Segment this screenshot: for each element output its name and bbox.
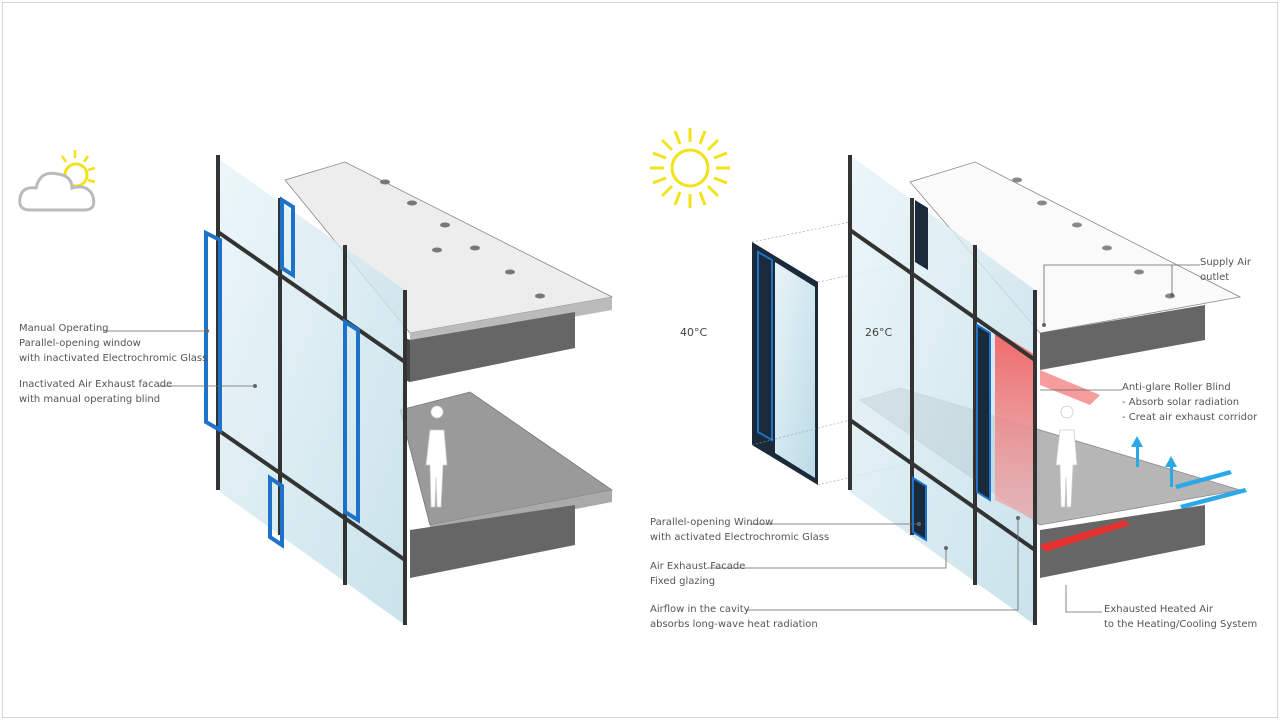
label-line: Supply Air xyxy=(1200,257,1251,268)
label-line: Exhausted Heated Air xyxy=(1104,604,1213,615)
right-facade-model xyxy=(707,155,1247,625)
sun-icon xyxy=(650,128,730,208)
label-line: Fixed glazing xyxy=(650,576,716,587)
label-parallel-opening-window: Parallel-opening Window with activated E… xyxy=(650,515,829,545)
label-roller-blind: Anti-glare Roller Blind - Absorb solar r… xyxy=(1122,380,1257,425)
label-manual-operating-window: Manual Operating Parallel-opening window… xyxy=(19,321,207,366)
left-facade-model xyxy=(103,155,614,625)
label-airflow-cavity: Airflow in the cavity absorbs long-wave … xyxy=(650,602,818,632)
label-line: Airflow in the cavity xyxy=(650,604,750,615)
supply-air-arrows xyxy=(1131,436,1247,509)
label-line: Manual Operating xyxy=(19,323,109,334)
exhaust-arrow xyxy=(1040,520,1130,552)
label-line: with activated Electrochromic Glass xyxy=(650,532,830,543)
label-line: with manual operating blind xyxy=(19,394,161,405)
label-line: - Absorb solar radiation xyxy=(1122,397,1240,408)
label-line: with inactivated Electrochromic Glass xyxy=(19,353,208,364)
label-line: absorbs long-wave heat radiation xyxy=(650,619,818,630)
outside-temperature: 40°C xyxy=(680,326,708,339)
roller-blind xyxy=(995,330,1035,520)
label-line: - Creat air exhaust corridor xyxy=(1122,412,1258,423)
label-exhausted-heated-air: Exhausted Heated Air to the Heating/Cool… xyxy=(1104,602,1257,632)
label-line: Anti-glare Roller Blind xyxy=(1122,382,1231,393)
cloud-sun-icon xyxy=(18,150,96,212)
label-line: Air Exhaust Facade xyxy=(650,561,746,572)
label-line: Inactivated Air Exhaust facade xyxy=(19,379,173,390)
person-silhouette-icon xyxy=(1055,405,1078,508)
label-supply-air-outlet: Supply Air outlet xyxy=(1200,255,1251,285)
label-line: Parallel-opening window xyxy=(19,338,141,349)
label-air-exhaust-facade: Air Exhaust Facade Fixed glazing xyxy=(650,559,745,589)
person-silhouette-icon xyxy=(425,405,448,508)
cavity-temperature: 26°C xyxy=(865,326,893,339)
label-inactivated-air-exhaust: Inactivated Air Exhaust facade with manu… xyxy=(19,377,172,407)
label-line: outlet xyxy=(1200,272,1230,283)
label-line: to the Heating/Cooling System xyxy=(1104,619,1258,630)
label-line: Parallel-opening Window xyxy=(650,517,774,528)
